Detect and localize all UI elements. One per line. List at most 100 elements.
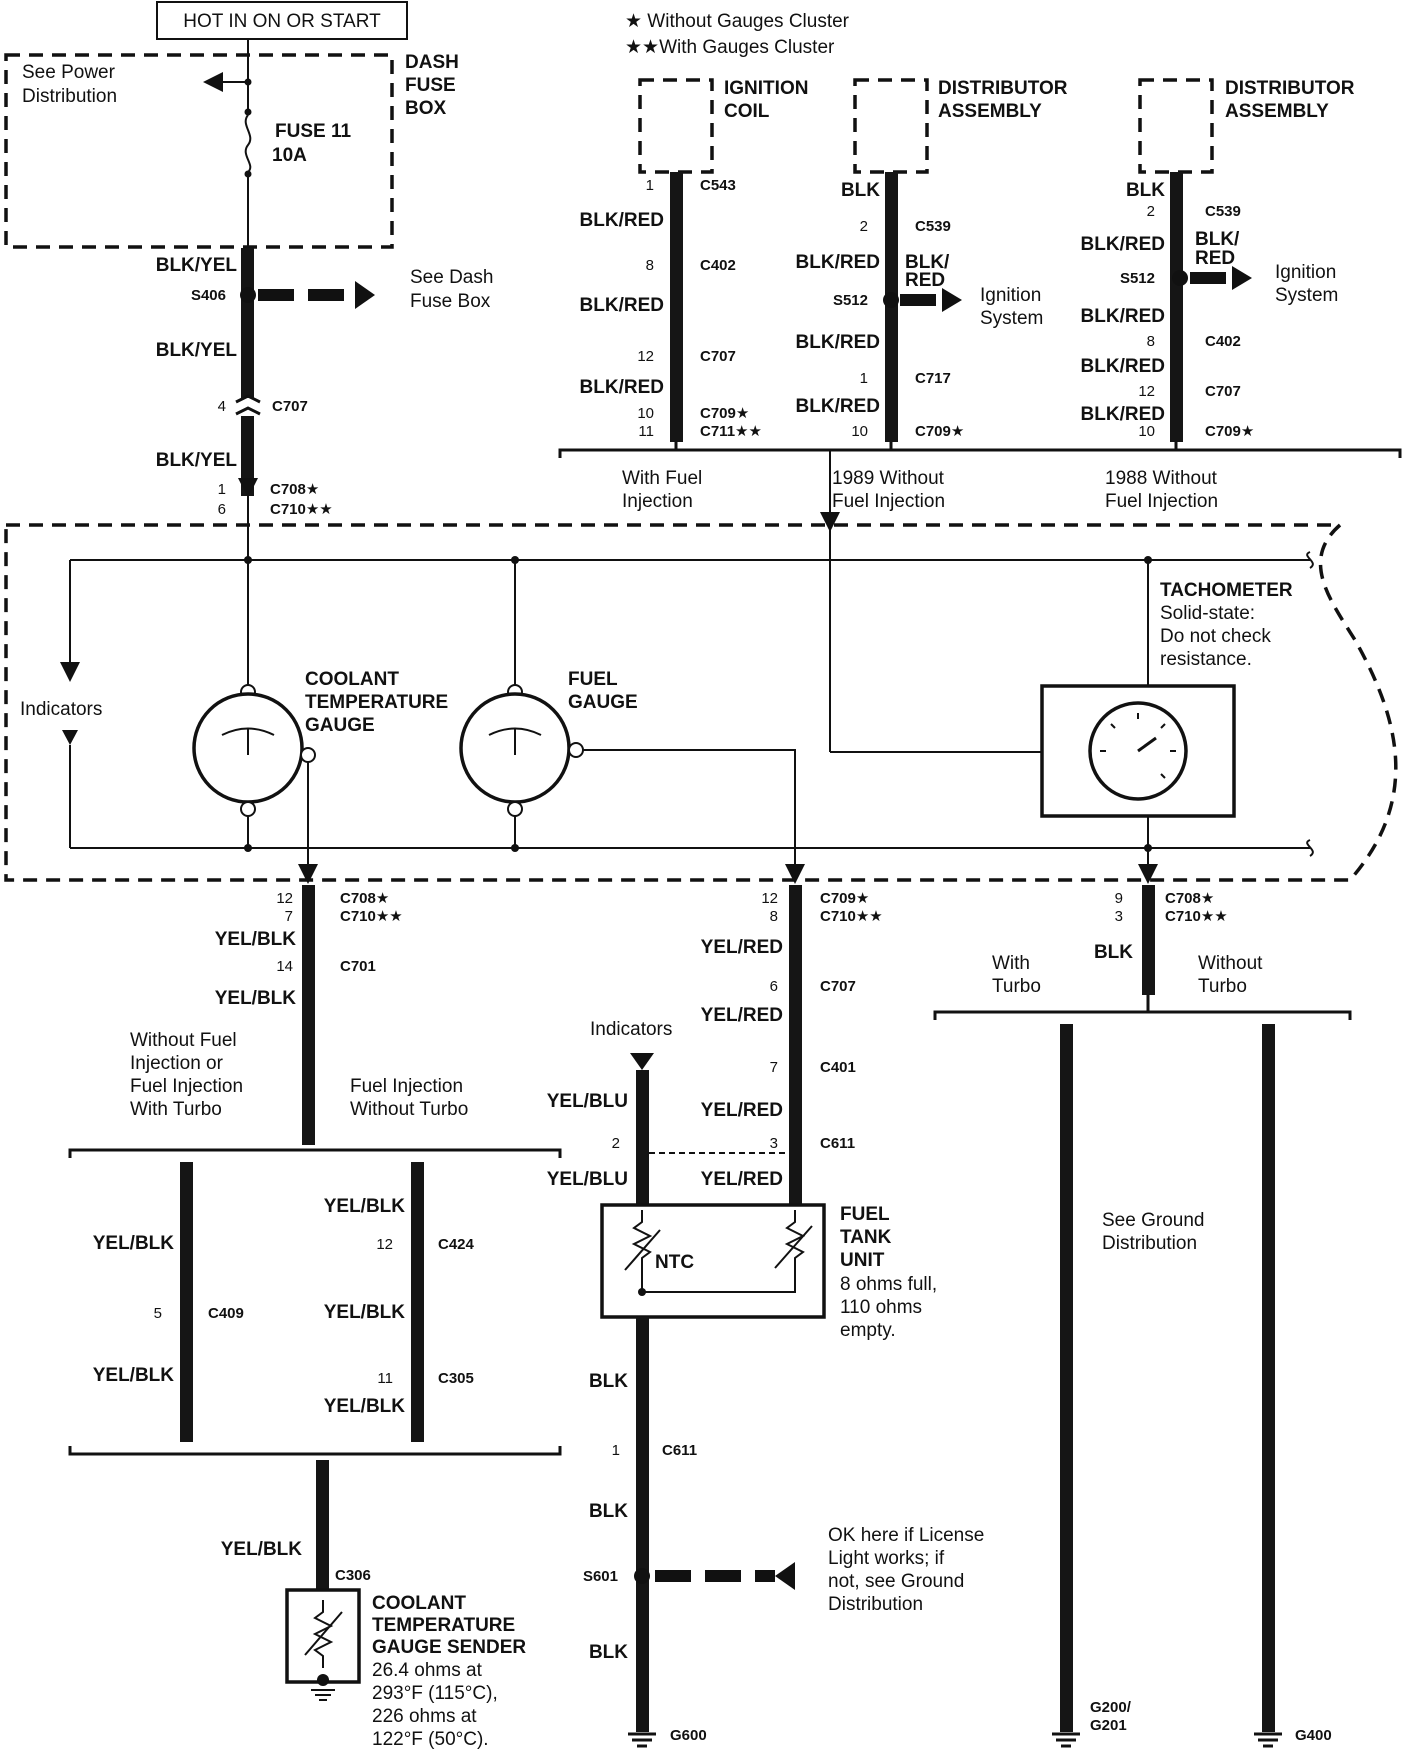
g200-wire — [1060, 1024, 1073, 1732]
coolant-left-pin: 5 — [154, 1305, 162, 1322]
fuel-conn-g: C611 — [662, 1442, 697, 1459]
coolant-right-branch — [411, 1162, 424, 1442]
ign-c-w1b-2: RED — [1195, 248, 1235, 269]
coolant-right-conn2: C305 — [438, 1370, 474, 1387]
c708-pin: 1 — [218, 481, 226, 498]
coolant-right-pin1: 12 — [376, 1236, 393, 1253]
s601-splice — [634, 1568, 650, 1584]
bottom-bus-break — [1306, 839, 1314, 857]
fuse-box-label-2: FUSE — [405, 75, 456, 96]
coolant-w-bottom: YEL/BLK — [221, 1539, 303, 1560]
ign-b-w1b-1: BLK/ — [905, 252, 950, 273]
ign-a-title-1: IGNITION — [724, 78, 808, 99]
fuel-unit-spec-3: empty. — [840, 1320, 896, 1341]
top-bus-break — [1306, 551, 1314, 569]
ign-a-w1: BLK/RED — [580, 210, 664, 231]
coolant-sender-spec-3: 226 ohms at — [372, 1706, 477, 1727]
s601-note-4: Distribution — [828, 1594, 923, 1615]
coolant-left-cap-1: Without Fuel — [130, 1030, 237, 1051]
coolant-w1: YEL/BLK — [215, 929, 297, 950]
ign-c-w3: BLK/RED — [1081, 356, 1165, 377]
ignition-section: ★ Without Gauges Cluster ★★With Gauges C… — [558, 11, 1402, 530]
coolant-sender-circuit: 12 C708★ 7 C710★★ YEL/BLK 14 C701 YEL/BL… — [68, 885, 562, 1750]
instrument-cluster: Indicators COOLANT TEMPERATURE GAUGE FUE… — [4, 478, 1398, 884]
see-dash-1: See Dash — [410, 267, 493, 288]
fuse-box-label-1: DASH — [405, 52, 459, 73]
coolant-right-w3: YEL/BLK — [324, 1396, 406, 1417]
ign-b-pin1: 2 — [860, 218, 868, 235]
s601-arrow-head — [775, 1562, 795, 1590]
coolant-gauge-side-terminal — [300, 747, 316, 763]
fuel-w1: YEL/RED — [701, 937, 783, 958]
legend-single-star: ★ Without Gauges Cluster — [625, 11, 850, 32]
coolant-sender-title-3: GAUGE SENDER — [372, 1637, 526, 1658]
ign-a-c2: C402 — [700, 257, 736, 274]
g200-label-1: G200/ — [1090, 1699, 1132, 1716]
ign-c-c4: C709★ — [1205, 423, 1254, 440]
fuel-conn-b: C710★★ — [820, 908, 883, 925]
ignition-coil-box — [638, 78, 714, 174]
cluster-outline — [4, 523, 1398, 882]
fuse-name: FUSE 11 — [275, 121, 351, 142]
s601-note-3: not, see Ground — [828, 1571, 964, 1592]
fuel-w5: BLK — [589, 1371, 628, 1392]
ntc-resistor-icon — [624, 1210, 661, 1292]
ground-bracket — [933, 1010, 1352, 1020]
coolant-right-w1: YEL/BLK — [324, 1196, 406, 1217]
c707-label: C707 — [272, 398, 308, 415]
g400-label: G400 — [1295, 1727, 1332, 1744]
coolant-gauge-title-3: GAUGE — [305, 715, 375, 736]
fuel-conn-d: C401 — [820, 1059, 856, 1076]
coolant-pin-b: 7 — [285, 908, 293, 925]
ign-c-title-1: DISTRIBUTOR — [1225, 78, 1355, 99]
ign-c-c1: C539 — [1205, 203, 1241, 220]
main-wire3-label: BLK/YEL — [156, 450, 238, 471]
tach-note-2: Do not check — [1160, 626, 1271, 647]
coolant-sender-title-2: TEMPERATURE — [372, 1615, 515, 1636]
ign-c-c3: C707 — [1205, 383, 1241, 400]
ign-a-wire — [670, 172, 683, 442]
fuel-blu-wire — [636, 1070, 649, 1205]
fuel-pin-f: 3 — [770, 1135, 778, 1152]
ign-c-cap-2: Fuel Injection — [1105, 491, 1218, 512]
ign-a-cap-2: Injection — [622, 491, 693, 512]
fuel-w6: BLK — [589, 1501, 628, 1522]
ign-c-w1b-1: BLK/ — [1195, 229, 1240, 250]
fuel-w4: YEL/RED — [701, 1169, 783, 1190]
fuel-wire-top — [789, 885, 802, 1205]
ign-c-sys-2: System — [1275, 285, 1338, 306]
ign-b-w3: BLK/RED — [796, 396, 880, 417]
fuel-gauge-side-terminal — [568, 742, 584, 758]
fuse-node-b — [244, 170, 252, 178]
see-power-1: See Power — [22, 62, 116, 83]
legend-double-star: ★★With Gauges Cluster — [625, 37, 835, 58]
s601-note-2: Light works; if — [828, 1548, 945, 1569]
fuel-gauge-output-line — [583, 749, 805, 884]
dash-fuse-box-outline — [4, 53, 394, 249]
tach-out-wire — [1142, 885, 1155, 995]
fuel-conn-a: C709★ — [820, 890, 869, 907]
coolant-right-cap-1: Fuel Injection — [350, 1076, 463, 1097]
main-wire-2 — [241, 416, 254, 496]
fuse-symbol — [244, 114, 252, 173]
hot-in-label-box — [156, 1, 408, 40]
ntc-label: NTC — [655, 1252, 694, 1273]
ign-b-cap-2: Fuel Injection — [832, 491, 945, 512]
fuel-w3: YEL/RED — [701, 1100, 783, 1121]
fuel-w-blu: YEL/BLU — [547, 1091, 628, 1112]
ign-b-arrow-head — [942, 288, 962, 312]
ign-a-c4b: C711★★ — [700, 423, 762, 440]
coolant-pin-c: 14 — [276, 958, 293, 975]
fuel-sender-resistor-icon — [642, 1210, 813, 1293]
ign-c-w0: BLK — [1126, 180, 1165, 201]
coolant-upper-bracket — [68, 1148, 562, 1158]
coolant-conn-b: C710★★ — [340, 908, 403, 925]
s601-label: S601 — [583, 1568, 618, 1585]
ign-b-s512: S512 — [833, 292, 868, 309]
coolant-left-cap-3: Fuel Injection — [130, 1076, 243, 1097]
ignition-bracket — [558, 448, 1402, 458]
ign-b-c3: C709★ — [915, 423, 964, 440]
ign-c-s512-splice — [1172, 270, 1188, 286]
coolant-sender-resistor-icon — [304, 1600, 343, 1668]
